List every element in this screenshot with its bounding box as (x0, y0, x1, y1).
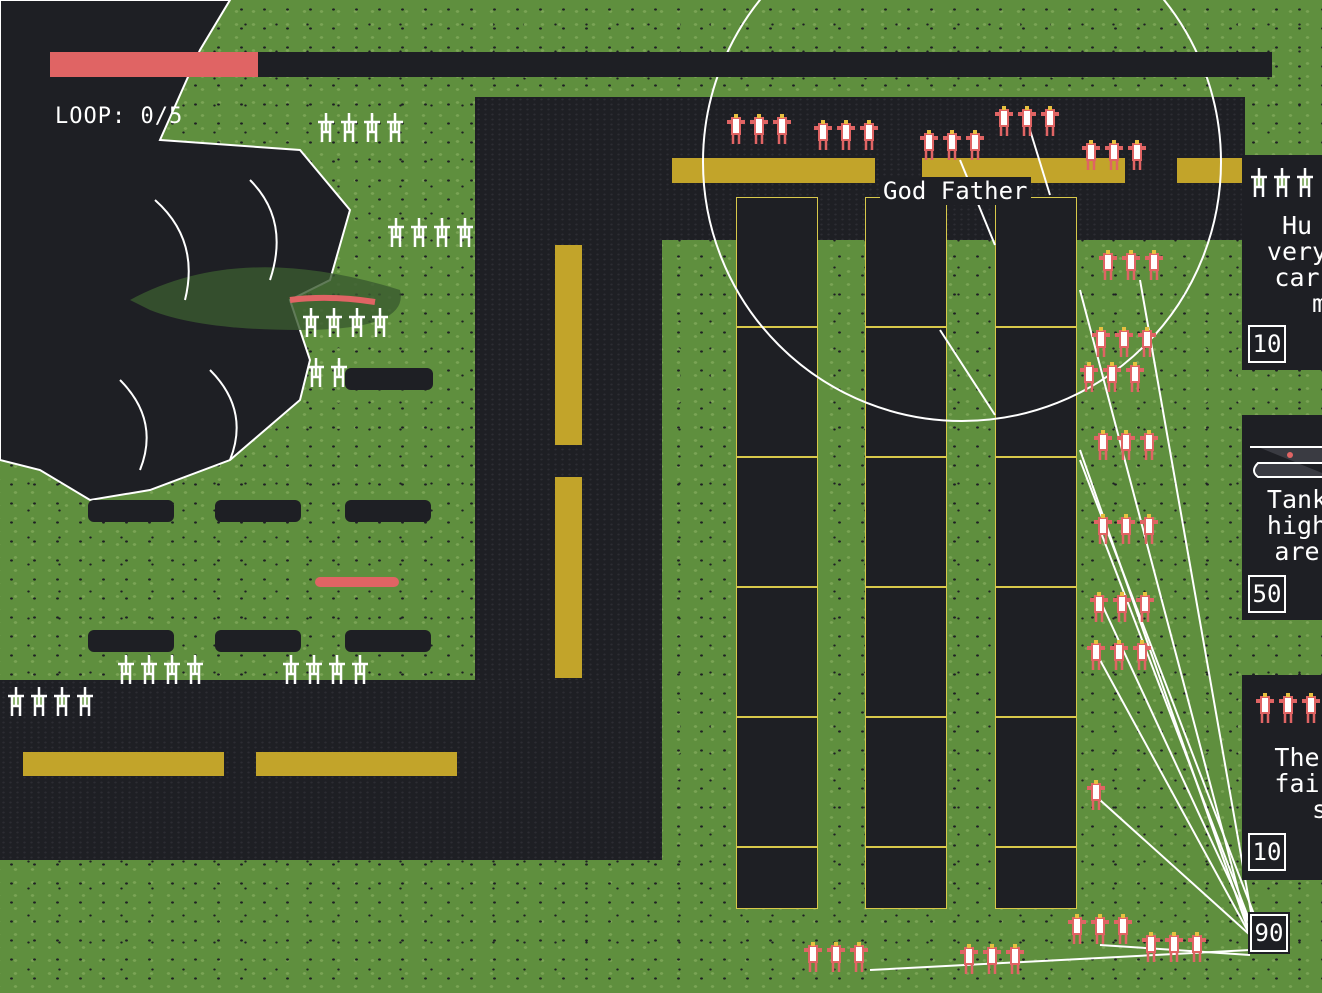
enemy-squad[interactable] (1140, 930, 1208, 964)
allied-squad[interactable] (115, 652, 206, 686)
allied-squad[interactable] (5, 684, 96, 718)
boss-health-fill (50, 52, 258, 77)
enemy-squad[interactable] (1078, 360, 1146, 394)
enemy-squad[interactable] (1090, 325, 1158, 359)
debris (345, 500, 431, 522)
total-cost-badge: 90 (1248, 912, 1290, 954)
allied-infantry-icon (1248, 165, 1316, 199)
enemy-squad[interactable] (1066, 912, 1134, 946)
card-cost: 10 (1246, 831, 1288, 873)
card-description: Hu very car m (1266, 211, 1322, 318)
enemy-unit[interactable] (1085, 778, 1107, 812)
enemy-squad[interactable] (812, 118, 880, 152)
loop-counter: LOOP: 0/5 (55, 104, 184, 129)
enemy-infantry-icon (1254, 691, 1322, 725)
enemy-squad[interactable] (958, 942, 1026, 976)
tank-icon (1250, 446, 1322, 478)
enemy-squad[interactable] (1092, 428, 1160, 462)
card-cost: 10 (1246, 323, 1288, 365)
card-description: The fai s (1274, 743, 1322, 824)
debris (215, 500, 301, 522)
road-segment (555, 477, 582, 678)
enemy-squad[interactable] (802, 940, 870, 974)
unit-card-tank[interactable]: Tank high are 50 (1242, 415, 1322, 620)
road-segment (23, 752, 224, 776)
allied-squad[interactable] (300, 305, 391, 339)
allied-squad[interactable] (280, 652, 371, 686)
unit-card-infantry[interactable]: Hu very car m 10 (1242, 155, 1322, 370)
debris (345, 368, 433, 390)
enemy-squad[interactable] (1088, 590, 1156, 624)
enemy-squad[interactable] (1097, 248, 1165, 282)
debris (88, 500, 174, 522)
enemy-squad[interactable] (1092, 512, 1160, 546)
road-segment (555, 245, 582, 445)
enemy-squad[interactable] (918, 128, 986, 162)
allied-squad[interactable] (315, 110, 406, 144)
allied-squad[interactable] (385, 215, 476, 249)
debris (345, 630, 431, 652)
debris (88, 630, 174, 652)
card-description: Tank high are (1266, 485, 1322, 566)
enemy-squad[interactable] (1085, 638, 1153, 672)
unit-card-enemy-infantry[interactable]: The fai s 10 (1242, 675, 1322, 880)
allied-squad[interactable] (305, 355, 350, 389)
enemy-squad[interactable] (725, 112, 793, 146)
blood-mark (315, 577, 399, 587)
boss-name-label: God Father (880, 177, 1031, 205)
boss-health-bar (50, 52, 1272, 77)
card-cost: 50 (1246, 573, 1288, 615)
enemy-squad[interactable] (1080, 138, 1148, 172)
road-segment (256, 752, 457, 776)
enemy-squad[interactable] (993, 104, 1061, 138)
debris (215, 630, 301, 652)
